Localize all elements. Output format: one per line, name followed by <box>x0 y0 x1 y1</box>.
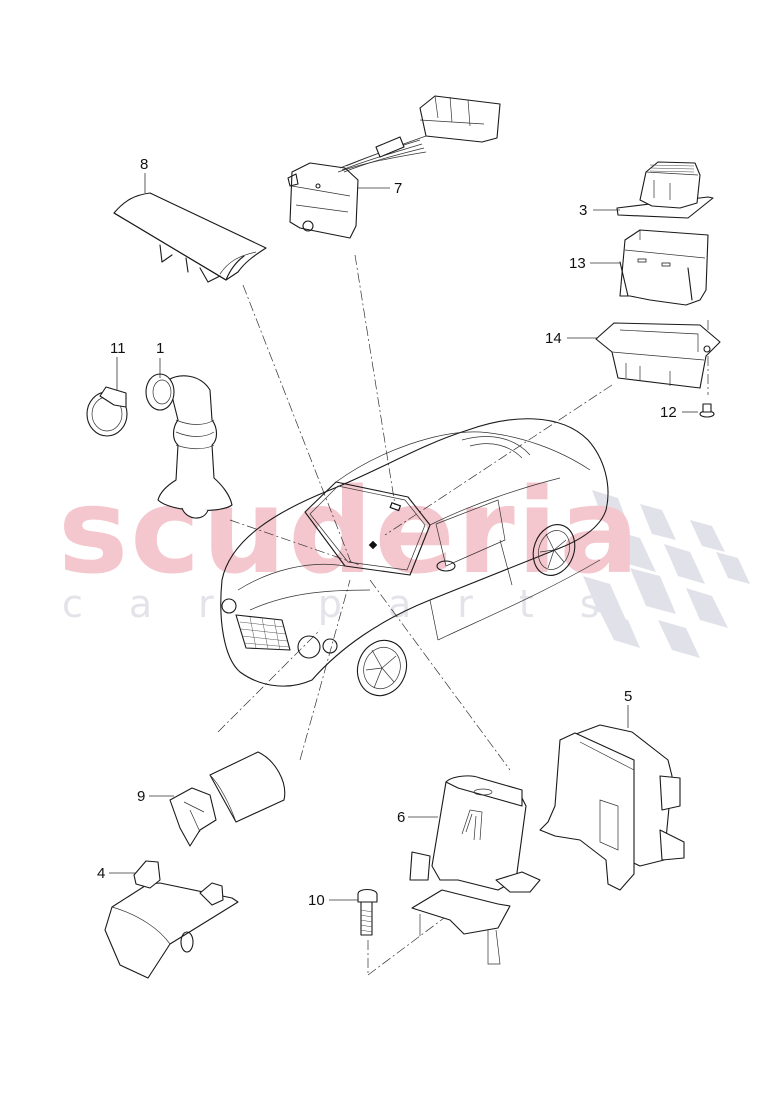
part-12-cover-cap <box>619 229 709 306</box>
callout-11: 11 <box>110 340 126 357</box>
part-14-housing <box>595 322 721 389</box>
callout-1: 1 <box>156 340 165 357</box>
leader-lines <box>109 173 698 901</box>
callout-4: 4 <box>97 865 106 882</box>
part-9-sensor-plug <box>169 751 286 847</box>
part-4-bracket <box>104 860 239 979</box>
callout-14: 14 <box>545 330 562 347</box>
callout-13: 12 <box>660 404 677 421</box>
part-7-wiring-harness <box>287 95 501 239</box>
part-3-connector <box>616 161 714 219</box>
front-wheel <box>356 639 408 697</box>
callout-6: 6 <box>397 809 406 826</box>
callout-5: 5 <box>624 688 633 705</box>
part-6-holder <box>409 775 541 965</box>
watermark-main-text: scuderia <box>58 462 641 600</box>
vehicle-outline <box>220 418 609 697</box>
assembly-lines <box>217 254 709 976</box>
rear-wheel <box>532 524 576 576</box>
callout-9: 9 <box>137 788 146 805</box>
part-10-bolt <box>357 888 378 936</box>
part-8-trim-cover <box>113 192 267 283</box>
part-5-control-unit <box>539 724 685 891</box>
callout-10: 10 <box>308 892 325 909</box>
part-11-hose-clamp <box>86 386 128 437</box>
part-1-elbow-grommet <box>145 373 233 519</box>
callout-8: 8 <box>140 156 149 173</box>
part-13-screw <box>699 403 715 418</box>
callout-7: 7 <box>394 180 403 197</box>
callout-12: 13 <box>569 255 586 272</box>
callout-3: 3 <box>579 202 588 219</box>
